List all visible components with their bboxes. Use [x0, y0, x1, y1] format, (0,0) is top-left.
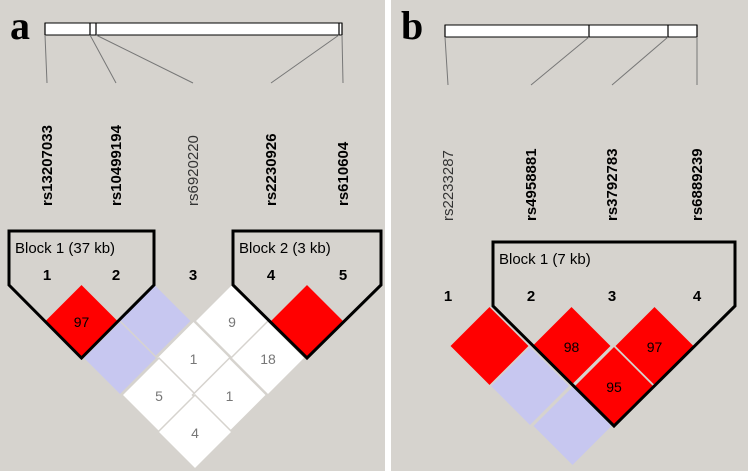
panel-b-letter: b — [401, 3, 424, 48]
panel-b: b rs2233287 rs4958881 rs3792783 rs6889239 98… — [391, 0, 748, 471]
panel-a-marker-number: 2 — [112, 267, 120, 284]
panel-a-ld-value: 1 — [190, 351, 198, 367]
panel-a-ld-value: 5 — [155, 388, 163, 404]
panel-a-letter: a — [10, 3, 30, 48]
panel-a-snp-label: rs6920220 — [185, 135, 202, 206]
panel-b-chromosome-bar — [444, 24, 698, 38]
panel-a-marker-number: 1 — [43, 267, 51, 284]
panel-a-snp-label: rs610604 — [335, 141, 352, 206]
panel-a: a rs13207033 rs10499194 rs6920220 rs2230926… — [0, 0, 385, 471]
panel-b-snp-connector — [444, 36, 449, 86]
panel-b-snp-connector — [530, 36, 590, 86]
panel-b-ld-value: 95 — [606, 379, 622, 395]
panel-a-snp-connector — [270, 34, 340, 84]
panel-a-snp-connector — [44, 34, 48, 84]
panel-a-marker-number: 3 — [189, 267, 197, 284]
panel-b-snp-label: rs4958881 — [523, 148, 540, 221]
panel-a-snp-label: rs10499194 — [108, 124, 125, 206]
panel-a-ld-value: 9 — [228, 314, 236, 330]
panel-a-marker-number: 4 — [267, 267, 276, 284]
panel-a-snp-label: rs13207033 — [39, 125, 56, 206]
panel-b-snp-label: rs3792783 — [604, 148, 621, 221]
panel-a-ld-value: 18 — [260, 351, 276, 367]
panel-a-ld-value: 97 — [74, 314, 90, 330]
panel-a-ld-plot: rs13207033 rs10499194 rs6920220 rs2230926 rs… — [7, 22, 383, 471]
panel-a-snp-connector — [89, 34, 117, 84]
panel-a-block-label: Block 1 (37 kb) — [15, 240, 115, 257]
panel-b-marker-number: 3 — [608, 288, 616, 305]
panel-a-haplotype-block-outline — [231, 229, 383, 361]
panel-a-haplotype-block-outline — [7, 229, 156, 361]
panel-b-ld-value: 98 — [564, 339, 580, 355]
panel-a-ld-value: 1 — [226, 388, 234, 404]
panel-a-ld-value: 4 — [191, 425, 199, 441]
panel-b-marker-number: 1 — [444, 288, 452, 305]
panel-a-ld-cell — [156, 393, 234, 471]
panel-b-haplotype-block-outline — [491, 240, 737, 429]
panel-b-snp-connector — [611, 36, 669, 86]
panel-b-marker-number: 2 — [527, 288, 535, 305]
panel-b-marker-number: 4 — [693, 288, 702, 305]
panel-b-ld-value: 97 — [647, 339, 663, 355]
panel-a-block-label: Block 2 (3 kb) — [239, 240, 331, 257]
panel-b-ld-plot: rs2233287 rs4958881 rs3792783 rs6889239 98 97… — [440, 24, 737, 468]
panel-b-block-label: Block 1 (7 kb) — [499, 251, 591, 268]
panel-a-snp-connector — [341, 34, 344, 84]
panel-a-snp-connector — [95, 34, 194, 84]
panel-a-snp-label: rs2230926 — [263, 133, 280, 206]
panel-b-snp-label: rs2233287 — [440, 150, 457, 221]
panel-b-snp-label: rs6889239 — [689, 148, 706, 221]
panel-b-ld-cell — [488, 344, 572, 428]
panel-a-marker-number: 5 — [339, 267, 347, 284]
